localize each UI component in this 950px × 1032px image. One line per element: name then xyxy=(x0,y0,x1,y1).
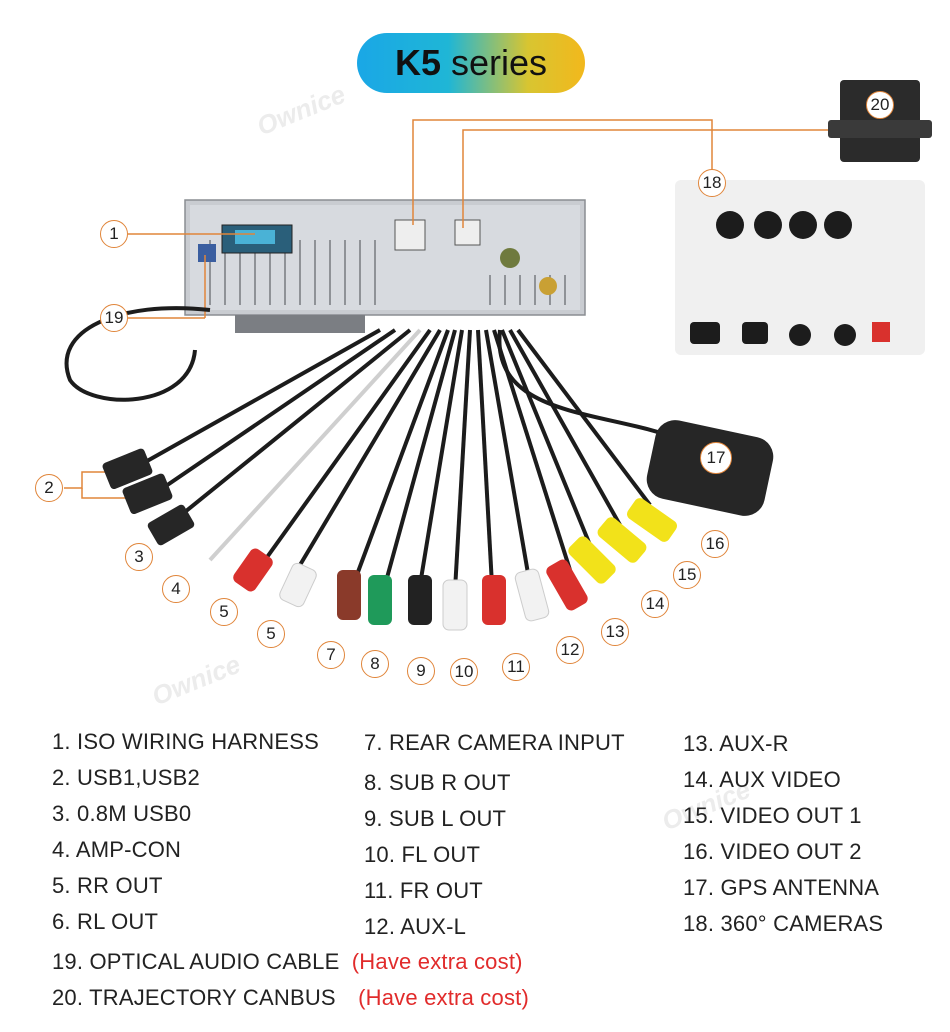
legend-item-8: 8. SUB R OUT xyxy=(364,770,511,795)
camera-kit xyxy=(690,211,890,346)
wiring-diagram xyxy=(64,80,932,631)
legend-item-19: 19. OPTICAL AUDIO CABLE (Have extra cost… xyxy=(52,949,523,975)
legend-item-17: 17. GPS ANTENNA xyxy=(683,875,880,900)
badge-3: 3 xyxy=(125,543,153,571)
legend-item-13: 13. AUX-R xyxy=(683,731,789,756)
legend-item-4: 4. AMP-CON xyxy=(52,837,182,862)
series-title-bold: K5 xyxy=(394,42,441,83)
badge-1: 1 xyxy=(100,220,128,248)
badge-5a: 5 xyxy=(210,598,238,626)
badge-16: 16 xyxy=(701,530,729,558)
legend-item-1: 1. ISO WIRING HARNESS xyxy=(52,729,320,754)
legend-item-9: 9. SUB L OUT xyxy=(364,806,507,831)
legend-item-19-label: 19. OPTICAL AUDIO CABLE xyxy=(52,949,340,974)
badge-4: 4 xyxy=(162,575,190,603)
legend-item-3: 3. 0.8M USB0 xyxy=(52,801,192,826)
badge-5b: 5 xyxy=(257,620,285,648)
badge-2: 2 xyxy=(35,474,63,502)
cables xyxy=(64,306,681,591)
legend-item-15: 15. VIDEO OUT 1 xyxy=(683,803,862,828)
legend-item-10: 10. FL OUT xyxy=(364,842,481,867)
legend-item-6: 6. RL OUT xyxy=(52,909,159,934)
badge-7: 7 xyxy=(317,641,345,669)
legend-item-18: 18. 360° CAMERAS xyxy=(683,911,884,936)
badge-15: 15 xyxy=(673,561,701,589)
badge-8: 8 xyxy=(361,650,389,678)
series-title-rest: series xyxy=(451,42,548,83)
legend-item-11: 11. FR OUT xyxy=(364,878,483,903)
badge-13: 13 xyxy=(601,618,629,646)
badge-11: 11 xyxy=(502,653,530,681)
legend-item-12: 12. AUX-L xyxy=(364,914,467,939)
badge-19: 19 xyxy=(100,304,128,332)
legend-item-20-extra: (Have extra cost) xyxy=(358,985,529,1010)
badge-18: 18 xyxy=(698,169,726,197)
legend-item-5: 5. RR OUT xyxy=(52,873,163,898)
legend-item-7: 7. REAR CAMERA INPUT xyxy=(364,730,625,755)
usb-plugs xyxy=(102,448,195,546)
legend-item-16: 16. VIDEO OUT 2 xyxy=(683,839,862,864)
series-title-pill: K5 series xyxy=(357,33,585,93)
head-unit xyxy=(184,199,586,333)
badge-12: 12 xyxy=(556,636,584,664)
badge-14: 14 xyxy=(641,590,669,618)
legend-item-19-extra: (Have extra cost) xyxy=(351,949,523,974)
legend-item-20-label: 20. TRAJECTORY CANBUS xyxy=(52,985,336,1010)
legend-item-14: 14. AUX VIDEO xyxy=(683,767,841,792)
rca-connectors xyxy=(233,498,678,631)
badge-20: 20 xyxy=(866,91,894,119)
badge-9: 9 xyxy=(407,657,435,685)
badge-10: 10 xyxy=(450,658,478,686)
legend-item-2: 2. USB1,USB2 xyxy=(52,765,200,790)
legend-item-20: 20. TRAJECTORY CANBUS (Have extra cost) xyxy=(52,985,529,1011)
badge-17: 17 xyxy=(700,442,732,474)
